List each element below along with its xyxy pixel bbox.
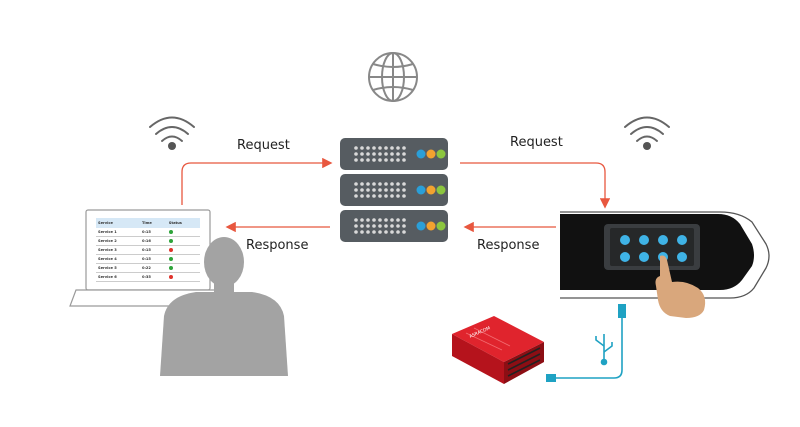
service-cell: Service 1 <box>96 228 140 237</box>
red-device <box>452 316 544 384</box>
table-header: Time <box>139 218 167 228</box>
request-label-right: Request <box>510 135 563 150</box>
dashboard-display <box>560 211 770 299</box>
response-label-right: Response <box>477 238 540 253</box>
table-row: Service 6 0:35 <box>96 272 200 282</box>
time-cell: 0:16 <box>139 236 167 246</box>
table-row: Service 4 0:15 <box>96 254 200 264</box>
service-cell: Service 2 <box>96 236 140 246</box>
service-cell: Service 6 <box>96 272 140 282</box>
time-cell: 0:22 <box>139 263 167 273</box>
table-header: Service <box>96 218 140 228</box>
service-cell: Service 5 <box>96 263 140 273</box>
server-icon <box>340 138 448 242</box>
status-dot <box>168 265 173 270</box>
time-cell: 0:15 <box>139 228 167 237</box>
time-cell: 0:15 <box>139 245 167 255</box>
service-cell: Service 4 <box>96 254 140 264</box>
status-dot <box>168 238 173 243</box>
wifi-icon <box>624 116 670 150</box>
globe-icon <box>368 52 418 102</box>
request-arrow-right <box>460 162 611 209</box>
wifi-icon <box>149 116 195 150</box>
service-cell: Service 3 <box>96 245 140 255</box>
status-dot <box>168 274 173 279</box>
table-row: Service 2 0:16 <box>96 236 200 246</box>
time-cell: 0:35 <box>139 272 167 282</box>
status-dot <box>168 229 173 234</box>
request-arrow-left <box>181 157 333 205</box>
usb-icon <box>595 334 613 366</box>
response-label-left: Response <box>246 238 309 253</box>
usb-cable <box>556 318 623 379</box>
service-table: Service Time Status Service 1 0:15 Servi… <box>96 218 200 282</box>
person-icon <box>160 237 288 376</box>
hand-icon <box>655 255 706 318</box>
request-label-left: Request <box>237 138 290 153</box>
table-row: Service 1 0:15 <box>96 228 200 237</box>
table-row: Service 3 0:15 <box>96 245 200 255</box>
status-dot <box>168 256 173 261</box>
time-cell: 0:15 <box>139 254 167 264</box>
status-dot <box>168 247 173 252</box>
table-header: Status <box>166 218 200 228</box>
table-row: Service 5 0:22 <box>96 263 200 273</box>
